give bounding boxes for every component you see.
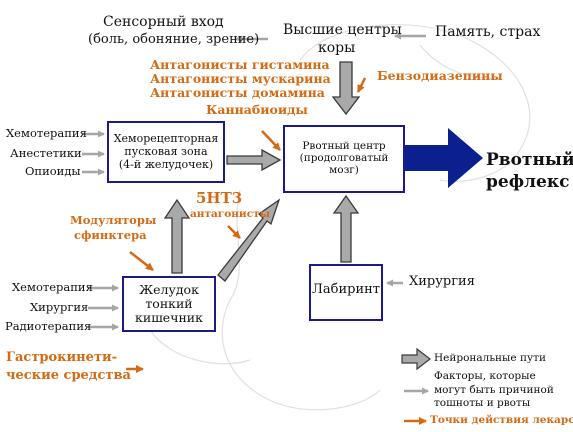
sensory-input-detail: (боль, обоняние, зрение): [88, 32, 260, 47]
input-chemotherapy-1: Хемотерапия: [6, 126, 87, 140]
sphincter-modulators-2: сфинктера: [74, 228, 147, 242]
ctz-line-1: Хеморецепторная: [113, 132, 219, 145]
antagonist-muscarine: Антагонисты мускарина: [150, 71, 331, 86]
stomach-line-2: тонкий: [145, 295, 193, 311]
labyrinth-box: Лабиринт: [309, 264, 383, 321]
gastrokinetics-label-2: ческие средства: [6, 368, 131, 383]
legend-factors-line-2: могут быть причиной: [434, 383, 554, 396]
vomiting-center-line-1: Рвотный центр: [302, 140, 386, 152]
labyrinth-label: Лабиринт: [312, 282, 380, 297]
ht3-label: 5HT3: [196, 189, 243, 207]
neural-arrows: [163, 61, 361, 282]
ctz-line-2: пусковая зона: [124, 145, 208, 158]
legend-drug-sites: Точки действия лекарств: [430, 414, 573, 426]
stomach-line-1: Желудок: [139, 282, 199, 297]
sensory-input-label: Сенсорный вход: [103, 14, 224, 30]
benzodiazepines-label: Бензодиазепины: [377, 68, 503, 83]
legend-factors: Факторы, которые могут быть причиной тош…: [434, 370, 554, 411]
input-anesthetics: Анестетики: [10, 146, 82, 160]
stomach-line-3: кишечник: [135, 309, 203, 325]
vomiting-center-line-3: мозг): [329, 164, 359, 176]
ctz-box: Хеморецепторная пусковая зона (4-й желуд…: [107, 121, 225, 183]
antagonist-dopamine: Антагонисты домамина: [150, 85, 325, 100]
legend-neural-pathways: Нейрональные пути: [434, 352, 546, 364]
output-vomiting-reflex: Рвотный: [486, 150, 573, 170]
input-chemotherapy-2: Хемотерапия: [12, 280, 93, 294]
legend-factors-line-1: Факторы, которые: [434, 370, 536, 382]
surgery-right-label: Хирургия: [409, 274, 475, 289]
input-radiotherapy: Радиотерапия: [5, 319, 92, 333]
gastrokinetics-label: Гастрокинети-: [6, 350, 118, 365]
vomiting-center-box: Рвотный центр (продолговатый мозг): [283, 125, 405, 193]
output-arrow: [405, 128, 483, 188]
input-surgery: Хирургия: [30, 300, 89, 314]
sphincter-modulators: Модуляторы: [70, 213, 157, 227]
input-opioids: Опиоиды: [25, 164, 81, 178]
higher-centers-label-2: коры: [318, 40, 356, 56]
output-vomiting-reflex-2: рефлекс: [486, 172, 570, 192]
memory-fear-label: Память, страх: [435, 24, 541, 40]
legend-neural-symbol: [401, 347, 431, 371]
cannabinoids-label: Каннабиоиды: [206, 102, 308, 117]
antagonist-histamine: Антагонисты гистамина: [150, 57, 330, 72]
vomiting-center-line-2: (продолговатый: [299, 152, 389, 164]
ht3-antagonists-label: антагонисты: [190, 208, 271, 220]
ctz-line-3: (4-й желудочек): [118, 158, 214, 171]
stomach-box: Желудок тонкий кишечник: [122, 276, 216, 332]
legend-factors-line-3: тошноты и рвоты: [434, 397, 531, 410]
higher-centers-label: Высшие центры: [283, 22, 402, 38]
